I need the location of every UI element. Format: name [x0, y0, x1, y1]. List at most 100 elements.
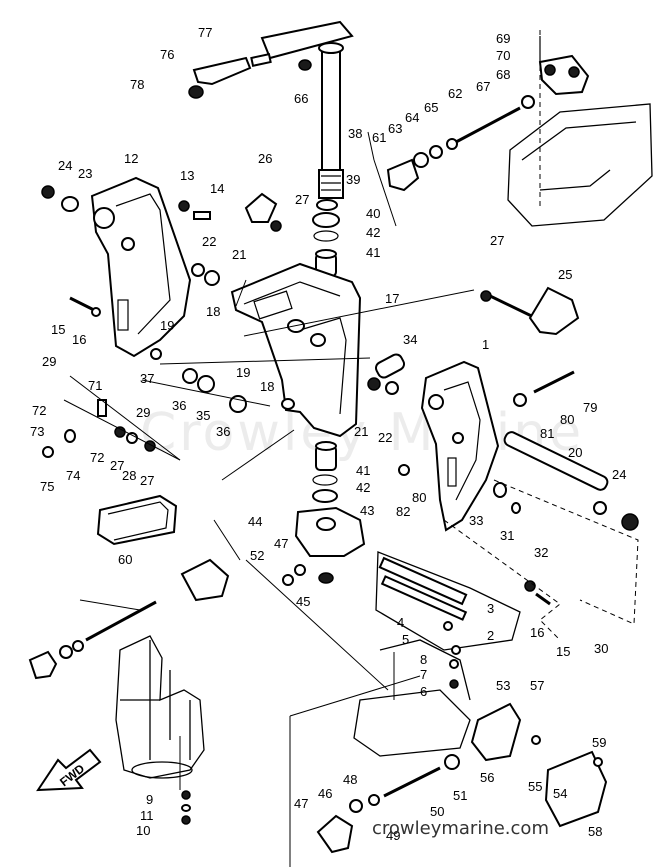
callout-75: 75: [40, 479, 54, 494]
callout-27-left: 27: [110, 458, 124, 473]
callout-23: 23: [78, 166, 92, 181]
callout-27-right: 27: [490, 233, 504, 248]
callout-22-top: 22: [202, 234, 216, 249]
callout-6: 6: [420, 684, 427, 699]
callout-7: 7: [420, 667, 427, 682]
callout-22-mid: 22: [378, 430, 392, 445]
callout-71: 71: [88, 378, 102, 393]
callout-41-bottom: 41: [356, 463, 370, 478]
callout-72-mid: 72: [90, 450, 104, 465]
callout-46: 46: [318, 786, 332, 801]
callout-68: 68: [496, 67, 510, 82]
callout-11: 11: [140, 808, 154, 823]
callout-36-left: 36: [172, 398, 186, 413]
callout-labels: 1 2 3 4 5 6 7 8 9 10 11 12 13 14 15 16 1…: [30, 25, 626, 843]
callout-14: 14: [210, 181, 224, 196]
callout-31: 31: [500, 528, 514, 543]
footer-brand: crowleymarine.com: [372, 818, 549, 839]
callout-67: 67: [476, 79, 490, 94]
callout-39: 39: [346, 172, 360, 187]
callout-4: 4: [397, 615, 404, 630]
callout-37: 37: [140, 371, 154, 386]
anode-assembly: [316, 702, 608, 854]
callout-10: 10: [136, 823, 150, 838]
callout-21-top: 21: [232, 247, 246, 262]
callout-18-mid: 18: [260, 379, 274, 394]
tilt-trim-unit: [28, 558, 230, 779]
callout-58: 58: [588, 824, 602, 839]
callout-17: 17: [385, 291, 399, 306]
callout-19-top: 19: [160, 318, 174, 333]
callout-73: 73: [30, 424, 44, 439]
steering-shaft-assembly: [260, 20, 354, 199]
clamp-bracket-left: [90, 176, 192, 358]
callout-51: 51: [453, 788, 467, 803]
callout-72-left: 72: [32, 403, 46, 418]
callout-49: 49: [386, 828, 400, 843]
misc-fasteners: [41, 185, 603, 825]
steering-shaft: [321, 47, 341, 179]
callout-25: 25: [558, 267, 572, 282]
shaft-nut: [298, 59, 312, 71]
tilt-rod: [480, 286, 580, 336]
trim-sensor-cover: [96, 494, 178, 546]
callout-12: 12: [124, 151, 138, 166]
upper-casing-outline: [507, 103, 653, 227]
callout-60: 60: [118, 552, 132, 567]
callout-52: 52: [250, 548, 264, 563]
upper-mount: [538, 36, 590, 96]
callout-47-mid: 47: [274, 536, 288, 551]
callout-81: 81: [540, 426, 554, 441]
callout-16-right: 16: [530, 625, 544, 640]
callout-30: 30: [594, 641, 608, 656]
link-bolt: [250, 53, 272, 67]
callout-28: 28: [122, 468, 136, 483]
callout-74: 74: [66, 468, 80, 483]
forward-arrow: FWD: [36, 748, 102, 792]
callout-27-top: 27: [295, 192, 309, 207]
dashed-frame-30: [493, 479, 639, 625]
steering-link-plate: [192, 56, 252, 86]
callout-77: 77: [198, 25, 212, 40]
callout-42-top: 42: [366, 225, 380, 240]
callout-2: 2: [487, 628, 494, 643]
callout-80-right: 80: [560, 412, 574, 427]
lower-unit-outline: [353, 639, 471, 757]
callout-64: 64: [405, 110, 419, 125]
callout-13: 13: [180, 168, 194, 183]
callout-78: 78: [130, 77, 144, 92]
callout-43: 43: [360, 503, 374, 518]
callout-26: 26: [258, 151, 272, 166]
callout-15-left: 15: [51, 322, 65, 337]
callout-54: 54: [553, 786, 567, 801]
callout-65: 65: [424, 100, 438, 115]
callout-19-mid: 19: [236, 365, 250, 380]
callout-21-mid: 21: [354, 424, 368, 439]
steering-link-group: [188, 53, 312, 99]
callout-55: 55: [528, 779, 542, 794]
callout-9: 9: [146, 792, 153, 807]
callout-27-lower: 27: [140, 473, 154, 488]
callout-1: 1: [482, 337, 489, 352]
callout-47-bottom: 47: [294, 796, 308, 811]
callout-24-right: 24: [612, 467, 626, 482]
steering-shaft-top: [318, 42, 344, 54]
callout-62: 62: [448, 86, 462, 101]
callout-79: 79: [583, 400, 597, 415]
callout-80-mid: 80: [412, 490, 426, 505]
callout-40: 40: [366, 206, 380, 221]
callout-32: 32: [534, 545, 548, 560]
callout-56: 56: [480, 770, 494, 785]
swivel-bracket: [230, 262, 362, 438]
callout-5: 5: [402, 632, 409, 647]
callout-42-bottom: 42: [356, 480, 370, 495]
callout-50: 50: [430, 804, 444, 819]
callout-66: 66: [294, 91, 308, 106]
callout-36-mid: 36: [216, 424, 230, 439]
callout-16-left: 16: [72, 332, 86, 347]
upper-shaft-group: [386, 95, 535, 192]
callout-69: 69: [496, 31, 510, 46]
callout-29-left: 29: [42, 354, 56, 369]
callout-45: 45: [296, 594, 310, 609]
